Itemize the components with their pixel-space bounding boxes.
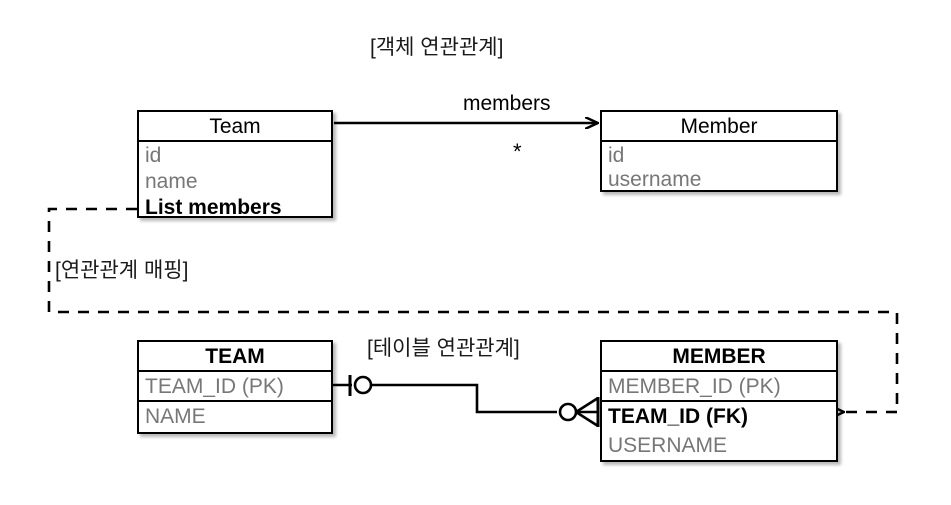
entity-field-member-id: id xyxy=(608,144,625,166)
entity-field-team-id: id xyxy=(145,144,162,167)
association-multiplicity-label: * xyxy=(513,139,522,164)
table-columns-team: TEAM_ID (PK) NAME xyxy=(139,372,331,432)
object-association-title: [객체 연관관계] xyxy=(370,36,504,59)
association-label-members: members xyxy=(463,92,551,115)
table-column-member-id: MEMBER_ID (PK) xyxy=(602,372,836,402)
entity-header-member: Member xyxy=(602,112,836,142)
entity-box-member[interactable]: Member id username xyxy=(600,110,838,192)
table-columns-member: MEMBER_ID (PK) TEAM_ID (FK) USERNAME xyxy=(602,372,836,461)
table-header-team: TEAM xyxy=(139,342,331,372)
table-box-team[interactable]: TEAM TEAM_ID (PK) NAME xyxy=(137,340,333,434)
table-box-member[interactable]: MEMBER MEMBER_ID (PK) TEAM_ID (FK) USERN… xyxy=(600,340,838,462)
entity-field-team-name: name xyxy=(145,170,198,193)
entity-fields-team: id name List members xyxy=(139,142,331,220)
entity-box-team[interactable]: Team id name List members xyxy=(137,110,333,218)
table-association-title: [테이블 연관관계] xyxy=(367,337,520,360)
table-header-member: MEMBER xyxy=(602,342,836,372)
entity-field-team-members: List members xyxy=(145,196,282,219)
table-column-team-id: TEAM_ID (PK) xyxy=(139,372,331,402)
association-mapping-title: [연관관계 매핑] xyxy=(55,259,189,282)
entity-field-member-username: username xyxy=(608,168,702,190)
entity-header-team: Team xyxy=(139,112,331,142)
fk-relationship-line xyxy=(333,375,600,428)
entity-fields-member: id username xyxy=(602,142,836,190)
table-column-team-name: NAME xyxy=(145,405,206,428)
table-column-member-team-id-fk: TEAM_ID (FK) xyxy=(608,405,748,428)
table-column-member-username: USERNAME xyxy=(608,434,728,457)
mapping-dashed-connector xyxy=(47,207,899,412)
